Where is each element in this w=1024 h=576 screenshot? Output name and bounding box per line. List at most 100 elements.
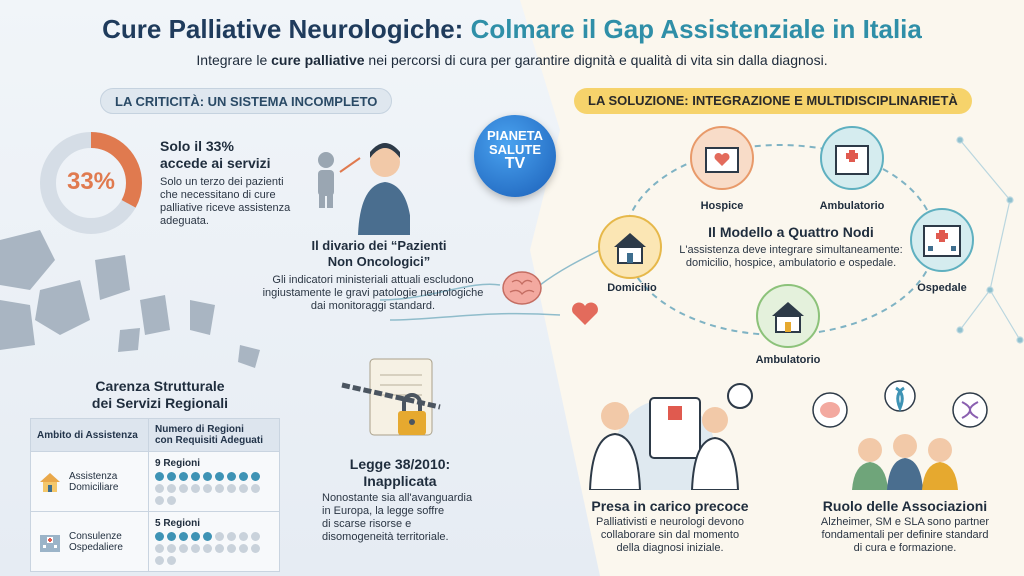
column-header-line: Numero di Regioni	[155, 424, 244, 435]
presa-heading: Presa in carico precoce	[591, 498, 749, 514]
right-section-label: LA SOLUZIONE: INTEGRAZIONE E MULTIDISCIP…	[574, 88, 972, 114]
region-dot	[155, 556, 164, 565]
logo-line3: TV	[504, 155, 526, 172]
region-dot	[167, 544, 176, 553]
ambulatorio-bottom-node	[756, 284, 820, 348]
region-dot	[191, 544, 200, 553]
region-dot	[239, 532, 248, 541]
ambulatorio-top-label: Ambulatorio	[819, 200, 885, 212]
region-dot	[167, 484, 176, 493]
region-dot	[203, 484, 212, 493]
table-header-row: Ambito di Assistenza Numero di Regioni c…	[30, 418, 280, 452]
divario-desc-line: ingiustamente le gravi patologie neurolo…	[262, 287, 484, 299]
presa-desc: Palliativisti e neurologi devono collabo…	[580, 516, 760, 555]
legge-desc: Nonostante sia all'avanguardia in Europa…	[322, 492, 492, 544]
region-dot	[167, 556, 176, 565]
percentage-donut	[40, 132, 142, 234]
region-dot	[251, 532, 260, 541]
heart-icon	[572, 302, 598, 325]
row-name-line: Domiciliare	[69, 481, 119, 493]
stat-desc-line: Solo un terzo dei pazienti	[160, 176, 284, 188]
region-dot	[215, 532, 224, 541]
ambulatorio-bottom-label: Ambulatorio	[755, 354, 821, 366]
home-icon	[614, 233, 646, 264]
table-cell-count: 9 Regioni	[148, 451, 280, 512]
region-dot	[251, 484, 260, 493]
region-dot	[167, 496, 176, 505]
region-dot	[239, 484, 248, 493]
page-subtitle: Integrare le cure palliative nei percors…	[0, 52, 1024, 68]
stat-heading: Solo il 33% accede ai servizi	[160, 138, 271, 172]
legge-desc-line: di scarse risorse e	[322, 518, 412, 530]
column-header-line: con Requisiti Adeguati	[155, 435, 263, 446]
dot-scale	[155, 532, 265, 565]
domicilio-label: Domicilio	[607, 282, 657, 294]
region-dot	[203, 532, 212, 541]
carenza-heading: Carenza Strutturale dei Servizi Regional…	[60, 378, 260, 412]
title-part2: Colmare il Gap Assistenziale in Italia	[470, 14, 922, 44]
legge-heading-line1: Legge 38/2010:	[349, 456, 451, 472]
subtitle-bold: cure palliative	[271, 52, 365, 68]
region-dot	[179, 484, 188, 493]
region-dot	[215, 484, 224, 493]
clinic-icon	[835, 145, 869, 175]
logo-line2: SALUTE	[489, 142, 541, 157]
brain-icon	[502, 271, 542, 305]
ambulatorio-top-node	[820, 126, 884, 190]
region-dot	[251, 544, 260, 553]
stat-desc-line: che necessitano di cure	[160, 189, 276, 201]
hospice-label: Hospice	[700, 200, 744, 212]
presa-desc-line: della diagnosi iniziale.	[616, 542, 724, 554]
region-dot	[227, 472, 236, 481]
region-dot	[179, 544, 188, 553]
hospital-node-icon	[923, 225, 961, 257]
associazioni-desc-line: di cura e formazione.	[853, 542, 957, 554]
carenza-heading-line2: dei Servizi Regionali	[91, 395, 229, 411]
clinic-bottom-icon	[772, 302, 804, 333]
model-desc-line: domicilio, hospice, ambulatorio e ospeda…	[685, 257, 897, 269]
pianeta-salute-logo: PIANETA SALUTE TV	[474, 115, 556, 197]
presa-desc-line: Palliativisti e neurologi devono	[596, 516, 744, 528]
region-dot	[155, 496, 164, 505]
subtitle-suffix: nei percorsi di cura per garantire digni…	[368, 52, 828, 68]
table-cell-ambito: Consulenze Ospedaliere	[30, 511, 149, 572]
divario-desc-line: dai monitoraggi standard.	[310, 300, 436, 312]
row-count-label: 9 Regioni	[155, 458, 201, 469]
legge-desc-line: Nonostante sia all'avanguardia	[322, 492, 473, 504]
left-section-label: LA CRITICITÀ: UN SISTEMA INCOMPLETO	[100, 88, 393, 114]
divario-heading-line1: Il divario dei “Pazienti	[311, 238, 447, 253]
patient-illustration	[318, 143, 410, 235]
model-desc-line: L'assistenza deve integrare simultaneame…	[679, 244, 903, 256]
column-header: Numero di Regioni con Requisiti Adeguati	[148, 418, 280, 452]
region-dot	[155, 532, 164, 541]
table-cell-ambito: Assistenza Domiciliare	[30, 451, 149, 512]
region-dot	[155, 472, 164, 481]
regions-table: Ambito di Assistenza Numero di Regioni c…	[30, 418, 280, 572]
model-heading: Il Modello a Quattro Nodi	[708, 224, 874, 240]
table-row: Assistenza Domiciliare 9 Regioni	[30, 451, 280, 512]
associazioni-desc-line: fondamentali per definire standard	[821, 529, 989, 541]
region-dot	[215, 544, 224, 553]
region-dot	[179, 472, 188, 481]
region-dot	[179, 532, 188, 541]
carenza-heading-line1: Carenza Strutturale	[95, 378, 225, 394]
row-name-line: Ospedaliere	[69, 541, 123, 553]
padlock-document-icon	[341, 358, 441, 436]
stat-heading-line2: accede ai servizi	[160, 155, 271, 171]
legge-heading: Legge 38/2010: Inapplicata	[330, 456, 470, 490]
page-title: Cure Palliative Neurologiche: Colmare il…	[0, 14, 1024, 45]
region-dot	[239, 472, 248, 481]
table-cell-count: 5 Regioni	[148, 511, 280, 572]
ospedale-label: Ospedale	[917, 282, 967, 294]
doctors-illustration	[588, 383, 753, 490]
hospice-node	[690, 126, 754, 190]
stat-heading-line1: Solo il 33%	[160, 138, 234, 154]
associazioni-heading: Ruolo delle Associazioni	[822, 498, 988, 514]
region-dot	[215, 472, 224, 481]
legge-desc-line: disomogeneità territoriale.	[322, 531, 449, 543]
associazioni-desc: Alzheimer, SM e SLA sono partner fondame…	[800, 516, 1010, 555]
legge-heading-line2: Inapplicata	[363, 473, 437, 489]
region-dot	[227, 484, 236, 493]
divario-desc: Gli indicatori ministeriali attuali escl…	[248, 274, 498, 313]
model-desc: L'assistenza deve integrare simultaneame…	[660, 244, 922, 270]
